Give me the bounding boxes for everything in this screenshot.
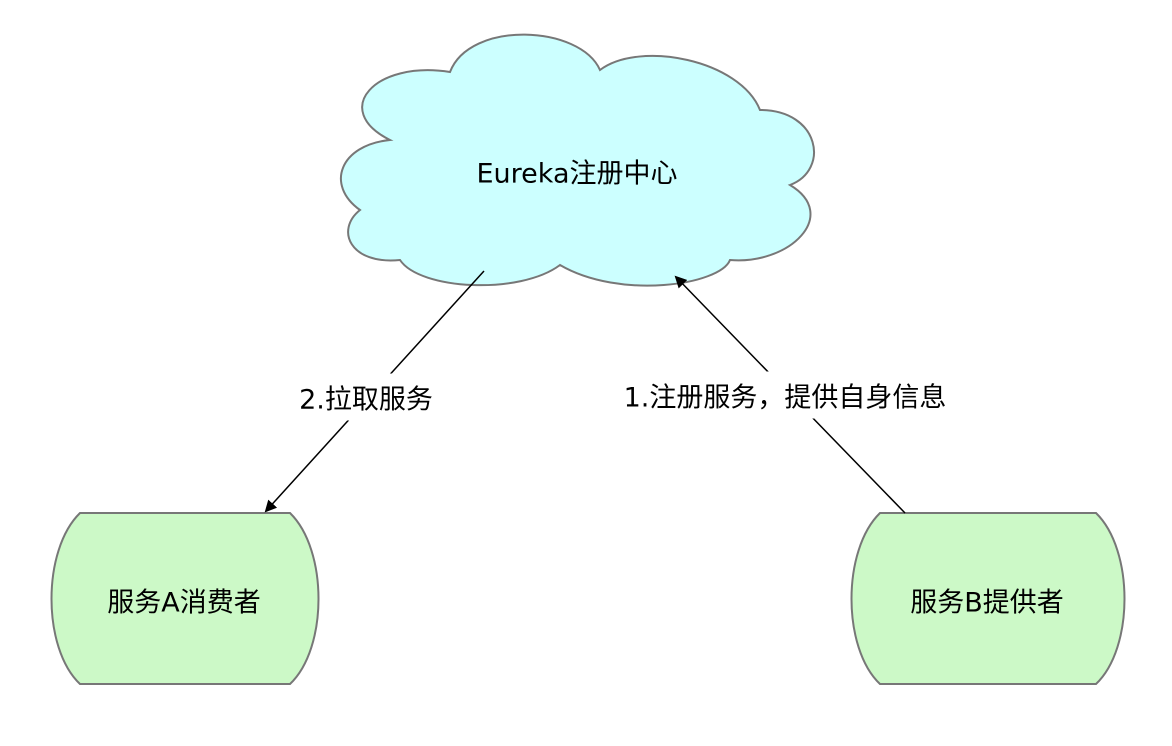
registry-label: Eureka注册中心 (476, 158, 678, 190)
pull-edge-label: 2.拉取服务 (293, 373, 439, 421)
register-edge-label: 1.注册服务，提供自身信息 (617, 371, 953, 419)
provider-node-shape (850, 512, 1126, 685)
registry-cloud-shape (340, 33, 815, 287)
consumer-node-shape (50, 512, 320, 685)
provider-label: 服务B提供者 (910, 587, 1064, 619)
consumer-label: 服务A消费者 (107, 587, 261, 619)
